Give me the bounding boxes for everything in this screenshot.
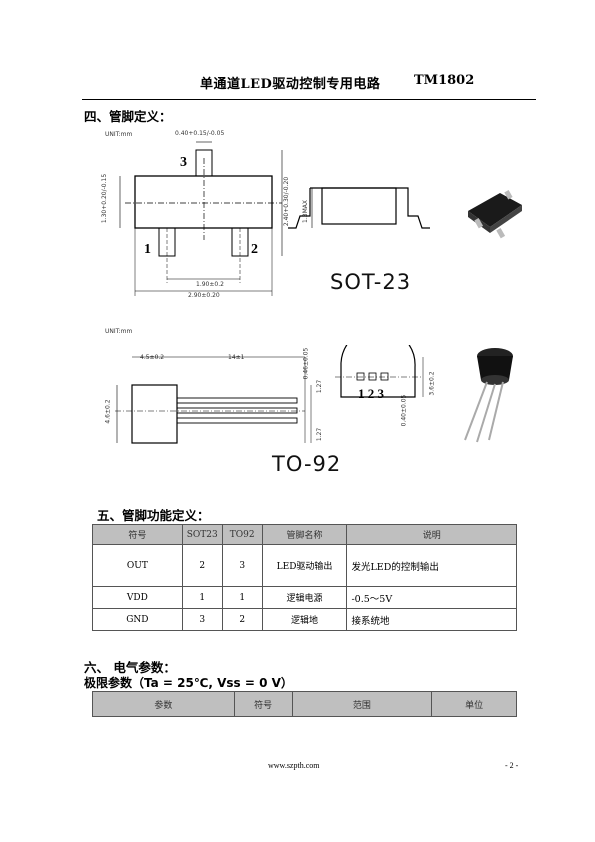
- to92-unit: UNIT:mm: [105, 328, 133, 335]
- to92-photo: [464, 348, 513, 443]
- sot23-drawing: [119, 141, 430, 296]
- header-range: 范围: [291, 691, 433, 717]
- header-symbol: 符号: [233, 691, 293, 717]
- sot23-dim-pitch: 1.90±0.2: [196, 281, 224, 288]
- header-chip-name: TM1802: [414, 73, 475, 88]
- cell-sot23: 3: [181, 608, 223, 631]
- to92-label: TO-92: [272, 452, 342, 476]
- pin-function-table: 符号 SOT23 TO92 管脚名称 说明 OUT 2 3 LED驱动输出 发光…: [92, 524, 517, 631]
- table-row: VDD 1 1 逻辑电源 -0.5～5V: [92, 586, 517, 609]
- header-symbol: 符号: [92, 524, 183, 545]
- cell-description: 发光LED的控制输出: [346, 544, 517, 587]
- to92-dim-lead: 14±1: [228, 354, 245, 361]
- cell-to92: 2: [221, 608, 263, 631]
- cell-symbol: GND: [92, 608, 183, 631]
- section6-title: 六、 电气参数：: [84, 660, 176, 675]
- footer-page-number: - 2 -: [505, 761, 519, 770]
- sot23-pin1-label: 1: [144, 242, 151, 257]
- cell-sot23: 2: [181, 544, 223, 587]
- table-row: OUT 2 3 LED驱动输出 发光LED的控制输出: [92, 544, 517, 587]
- sot23-unit: UNIT:mm: [105, 131, 133, 138]
- sot23-dim-top: 0.40+0.15/-0.05: [175, 130, 225, 137]
- cell-to92: 3: [221, 544, 263, 587]
- cell-to92: 1: [221, 586, 263, 609]
- section5-title: 五、管脚功能定义：: [97, 508, 210, 523]
- header-unit: 单位: [431, 691, 517, 717]
- cell-description: 接系统地: [346, 608, 517, 631]
- header-sot23: SOT23: [181, 524, 223, 545]
- section6-subtitle: 极限参数（Ta = 25℃, Vss = 0 V）: [84, 676, 293, 690]
- header-param: 参数: [92, 691, 235, 717]
- cell-description: -0.5～5V: [346, 586, 517, 609]
- cell-pin-name: LED驱动输出: [261, 544, 348, 587]
- table-row: GND 3 2 逻辑地 接系统地: [92, 608, 517, 631]
- header-divider: [82, 99, 536, 100]
- footer-url[interactable]: www.szpth.com: [268, 761, 320, 770]
- to92-dim-body: 4.5±0.2: [140, 354, 165, 361]
- header-title: 单通道LED驱动控制专用电路: [200, 77, 381, 92]
- table-header-row: 参数 符号 范围 单位: [92, 691, 517, 717]
- sot23-pin2-label: 2: [251, 242, 258, 257]
- header-to92: TO92: [221, 524, 263, 545]
- to92-drawing: [115, 345, 424, 444]
- sot23-label: SOT-23: [330, 270, 412, 294]
- cell-symbol: VDD: [92, 586, 183, 609]
- sot23-pin3-label: 3: [180, 155, 187, 170]
- cell-pin-name: 逻辑地: [261, 608, 348, 631]
- cell-symbol: OUT: [92, 544, 183, 587]
- sot23-photo: [468, 190, 522, 239]
- section4-title: 四、管脚定义：: [84, 109, 172, 124]
- cell-pin-name: 逻辑电源: [261, 586, 348, 609]
- header-description: 说明: [346, 524, 517, 545]
- table-header-row: 符号 SOT23 TO92 管脚名称 说明: [92, 524, 517, 545]
- header-pin-name: 管脚名称: [261, 524, 348, 545]
- cell-sot23: 1: [181, 586, 223, 609]
- sot23-dim-width: 2.90±0.20: [188, 292, 220, 299]
- limit-params-table: 参数 符号 范围 单位: [92, 691, 517, 717]
